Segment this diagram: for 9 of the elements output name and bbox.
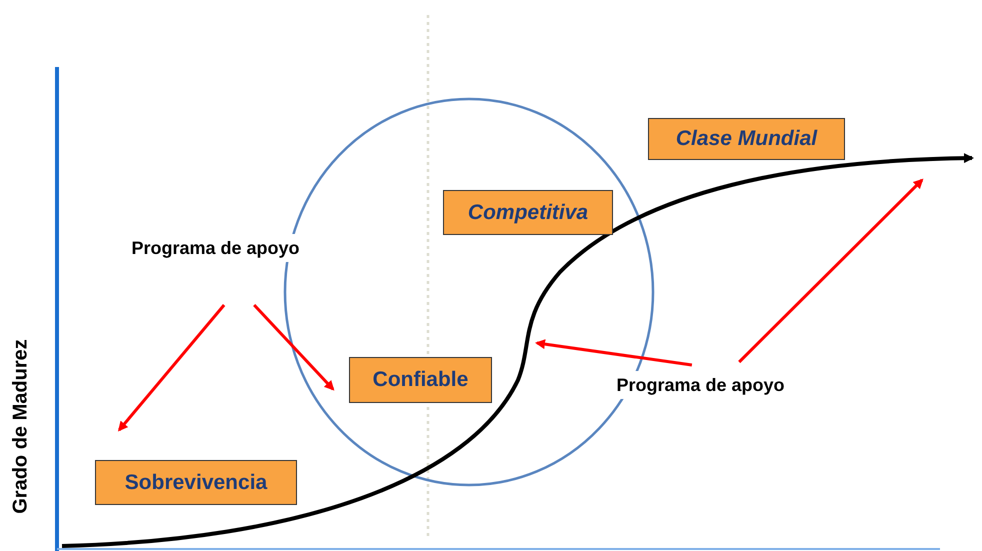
stage-label: Sobrevivencia bbox=[95, 460, 297, 505]
arrow bbox=[253, 304, 334, 391]
stage-label: Competitiva bbox=[443, 190, 613, 235]
stage-label: Confiable bbox=[349, 357, 492, 403]
arrow bbox=[738, 178, 924, 364]
axis-title: Grado de Madurez bbox=[10, 338, 32, 516]
arrow bbox=[118, 304, 226, 432]
arrow bbox=[535, 339, 692, 366]
stage-label: Clase Mundial bbox=[648, 118, 845, 160]
